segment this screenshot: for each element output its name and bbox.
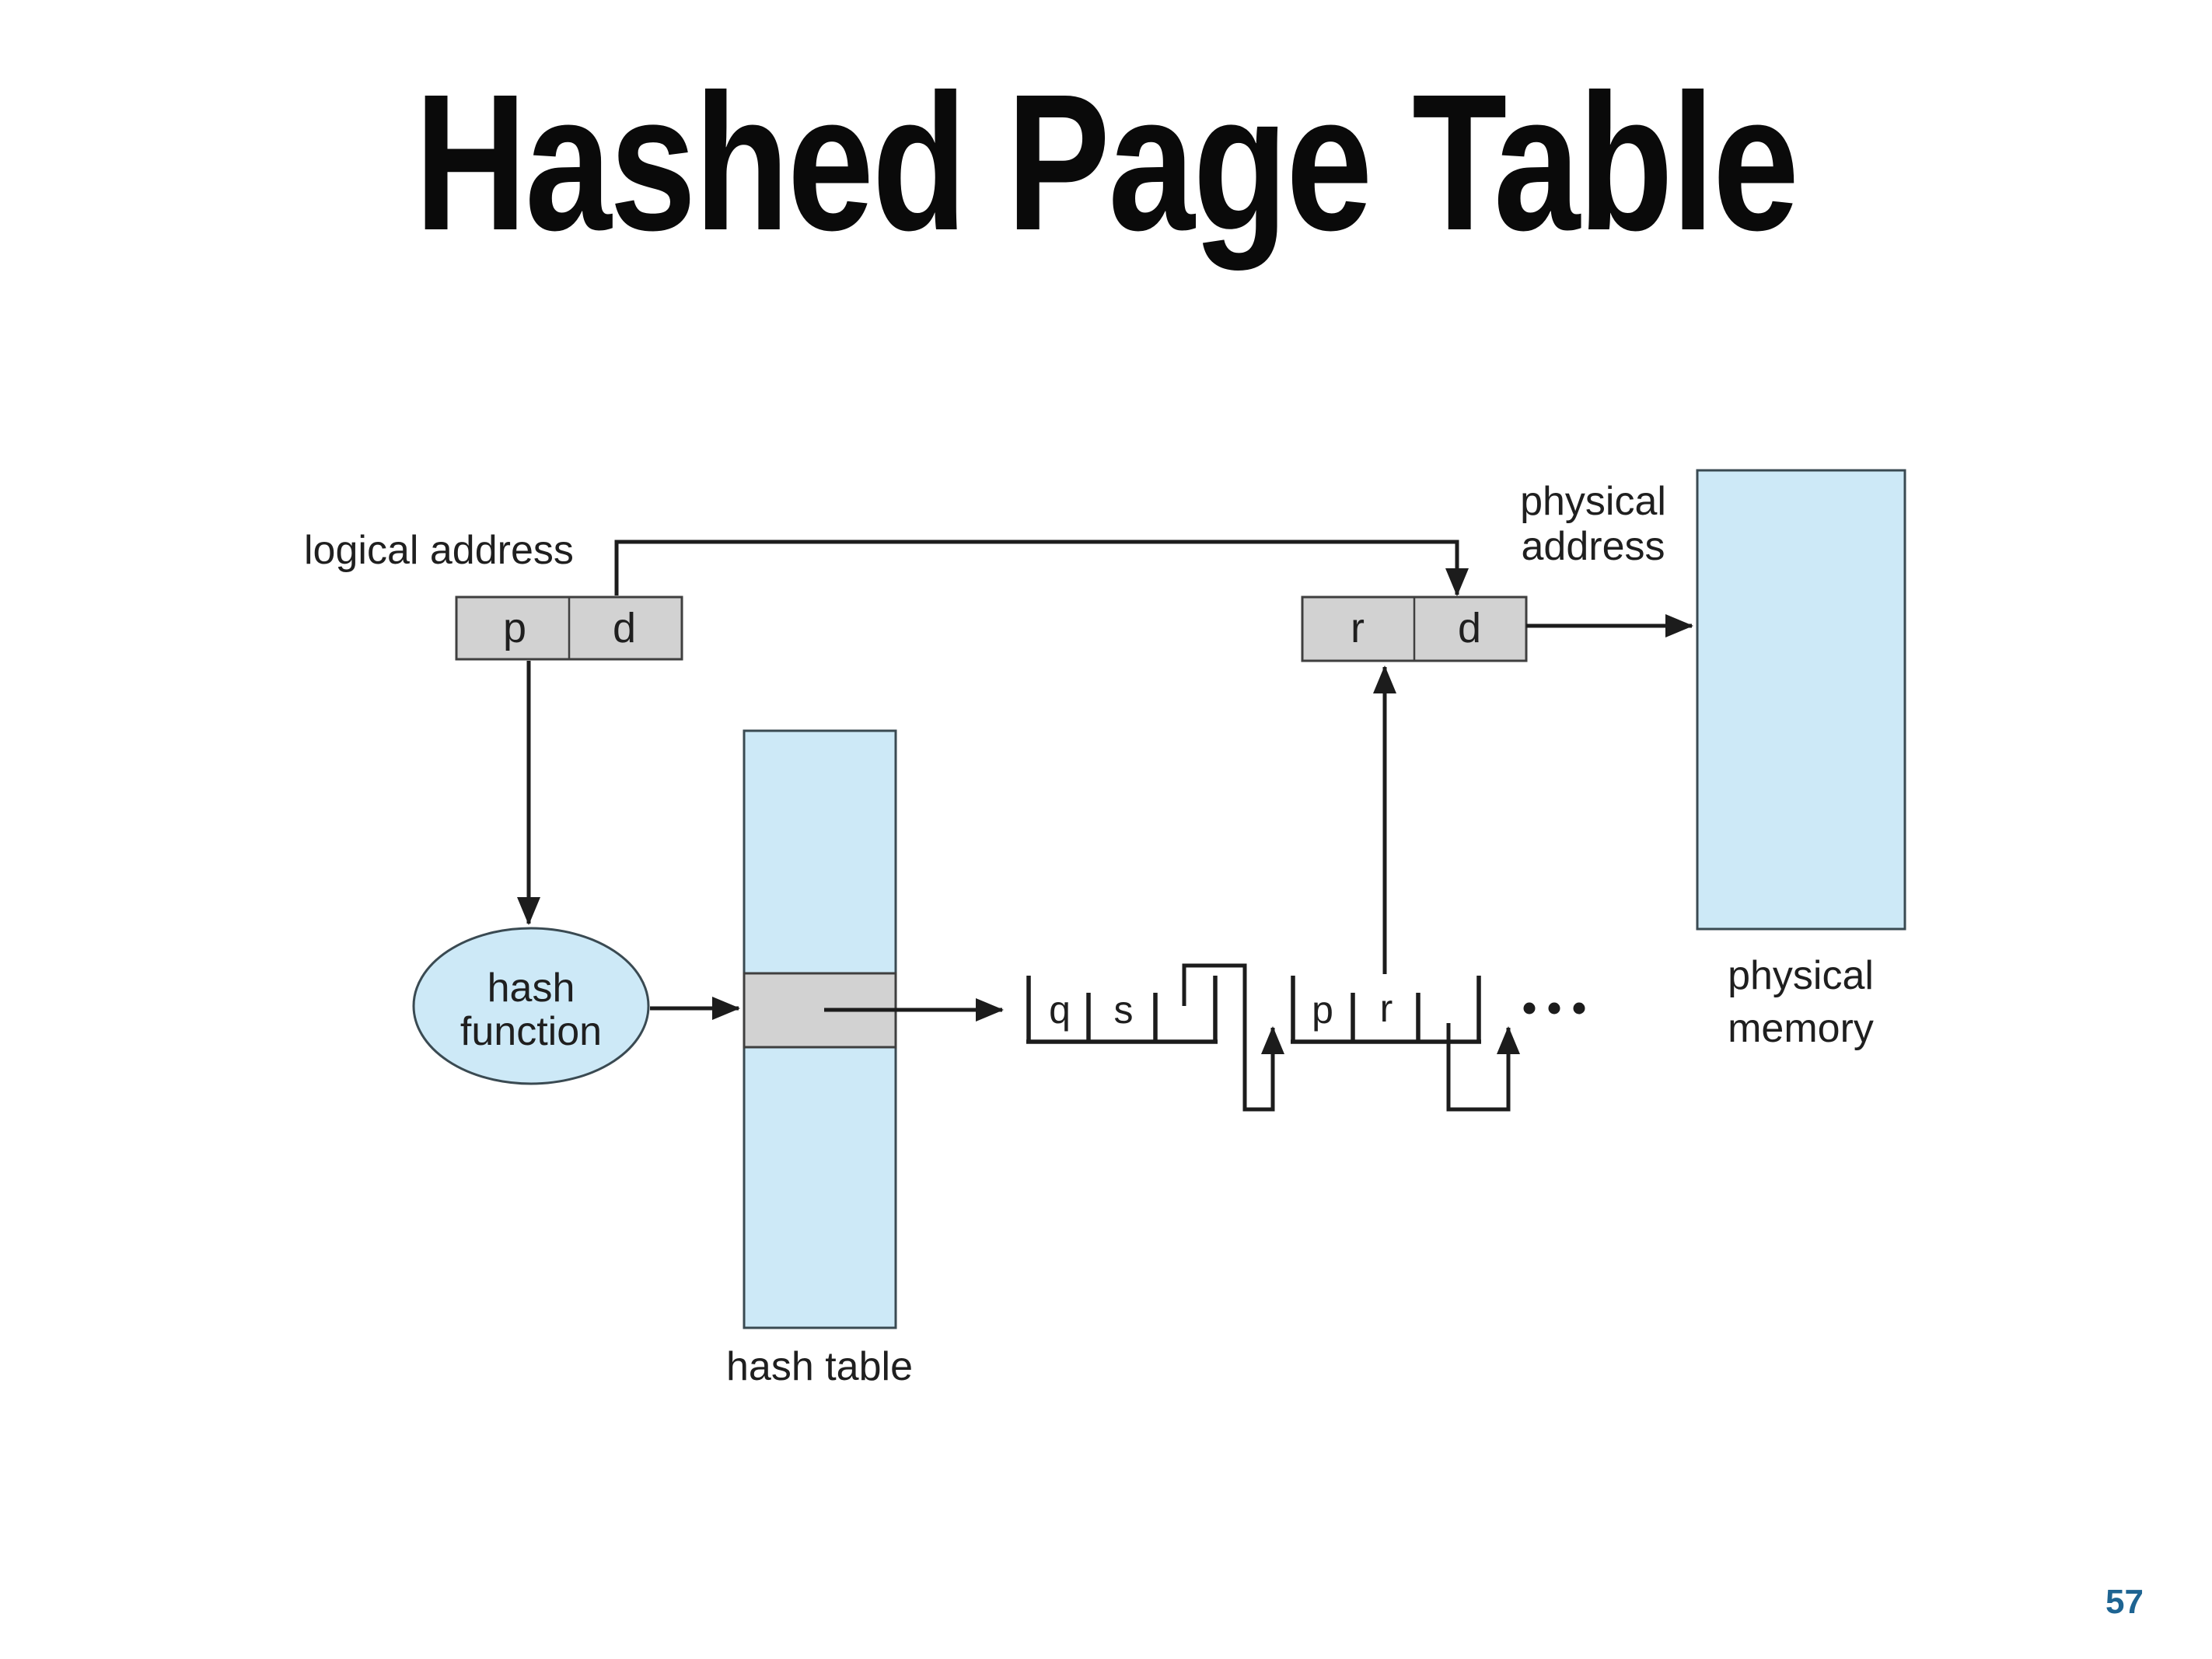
hash-function-ellipse [412,927,650,1085]
physical-address-cell-d: d [1458,605,1481,651]
slide-title-row: Hashed Page Table [0,65,2212,260]
physical-address-label-line2: address [1522,524,1665,569]
ellipsis-dots [1523,1002,1585,1015]
page-title: Hashed Page Table [414,54,1799,271]
chain-node-2-next-pointer-arrow [1446,1023,1520,1112]
physical-memory-rect [1696,469,1906,931]
logical-address-cell-p: p [503,605,526,651]
chain-node-1-next-pointer-arrow [1182,963,1284,1112]
chain-node-2-cell-p: p [1312,988,1333,1032]
chain-node-2: p r [1291,976,1520,1112]
physical-memory-label-line2: memory [1728,1006,1874,1051]
logical-address-cell-d: d [613,605,636,651]
chain-node-2-cell-r: r [1380,987,1393,1030]
chain-node-1-cell-s: s [1114,988,1134,1032]
logical-to-physical-connector-arrow [614,540,1469,596]
physical-address-cell-r: r [1351,605,1365,651]
page-number: 57 [2105,1583,2144,1621]
hash-table-label: hash table [726,1344,913,1389]
physical-memory-label-line1: physical [1728,953,1874,998]
physical-address-label-line1: physical [1520,479,1666,524]
logical-address-label: logical address [304,528,574,573]
hash-function-label-line1: hash [487,966,575,1011]
hash-function-label-line2: function [460,1009,602,1054]
chain-node-1-cell-q: q [1049,988,1071,1032]
chain-node-1: q s [1026,963,1284,1112]
